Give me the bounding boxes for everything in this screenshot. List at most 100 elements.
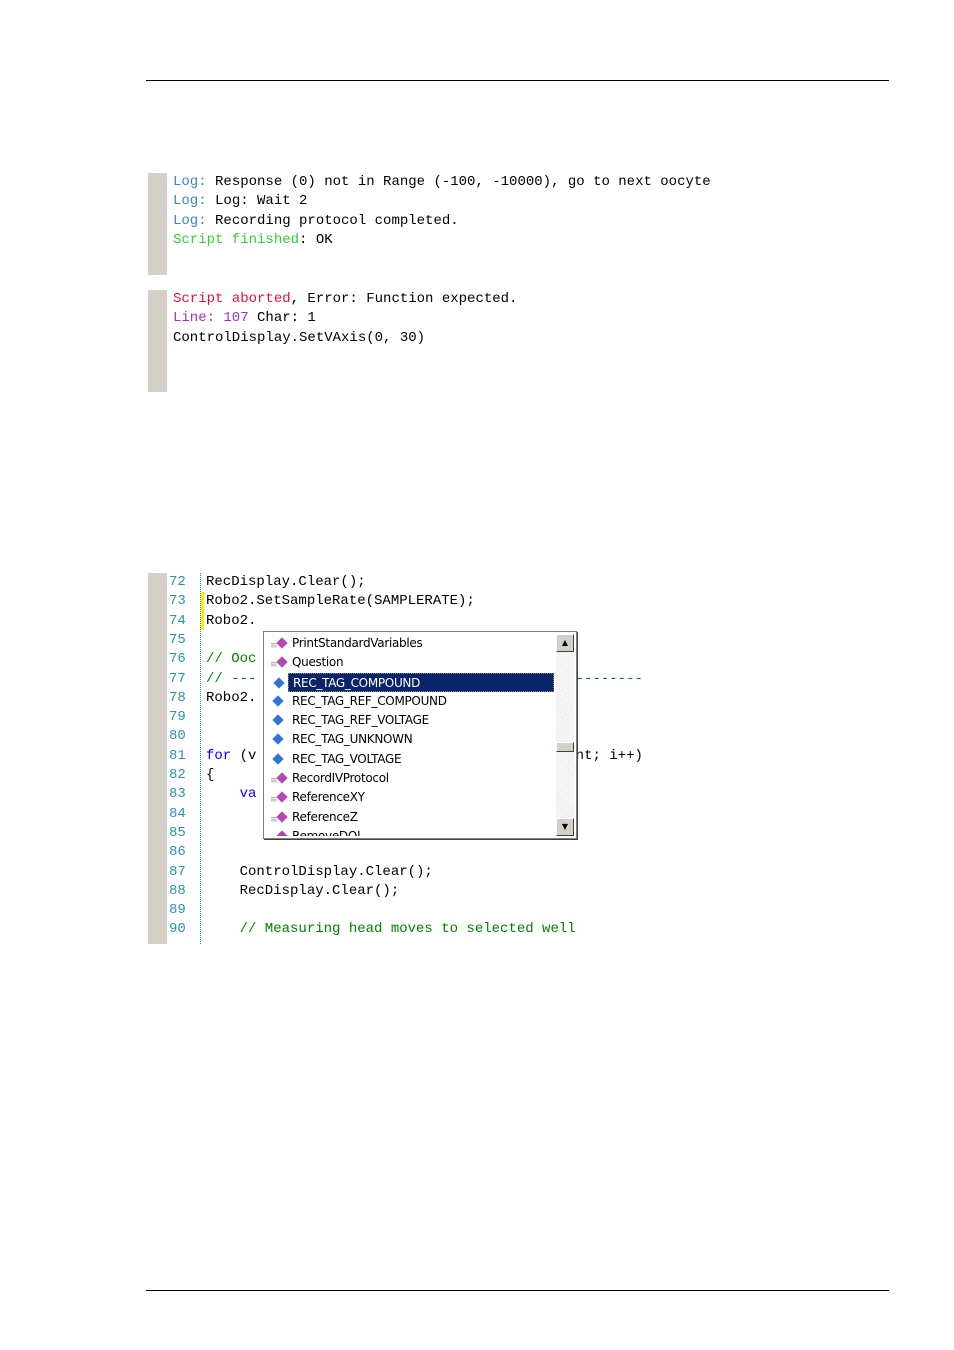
method-icon: [276, 791, 288, 804]
scroll-up-arrow-icon[interactable]: ▲: [556, 634, 574, 652]
code-token: ControlDisplay.Clear();: [206, 863, 433, 880]
intellisense-item[interactable]: ≡ RemoveDOI: [266, 827, 554, 836]
log-gutter: [148, 173, 167, 275]
log-output-error: Script aborted, Error: Function expected…: [148, 290, 788, 392]
code-token: {: [206, 767, 215, 783]
code-token: Log: Wait 2: [206, 193, 308, 210]
code-token: Log:: [173, 212, 207, 229]
intellisense-scrollbar[interactable]: ▲ ▼: [556, 634, 574, 836]
line-number: 85: [169, 824, 186, 841]
log-gutter: [148, 290, 167, 392]
line-number: 80: [169, 728, 186, 745]
method-marker-icon: ≡: [270, 660, 278, 671]
intellisense-item-label: ReferenceXY: [292, 790, 365, 805]
code-token: va: [206, 786, 257, 803]
method-icon: [276, 637, 288, 649]
code-token: RecDisplay.Clear();: [206, 882, 400, 899]
changed-line-marker: [201, 592, 204, 630]
code-line: Script finished: OK: [173, 231, 333, 250]
code-line: ControlDisplay.SetVAxis(0, 30): [173, 329, 425, 348]
header-rule: [146, 80, 889, 81]
code-token: Log:: [173, 174, 207, 190]
line-number: 72: [169, 574, 186, 590]
code-token: Robo2.SetSampleRate(SAMPLERATE);: [206, 593, 475, 610]
code-line[interactable]: {: [206, 766, 214, 785]
code-line[interactable]: RecDisplay.Clear();: [206, 882, 400, 901]
code-line[interactable]: Robo2.: [206, 612, 256, 631]
scroll-down-arrow-icon[interactable]: ▼: [556, 818, 574, 836]
code-line[interactable]: // Ooc: [206, 650, 256, 669]
editor-gutter: [148, 573, 167, 944]
method-icon: [276, 811, 288, 823]
intellisense-item[interactable]: ≡ Question: [266, 653, 554, 672]
code-token: Line: 107: [173, 310, 249, 327]
line-number: 76: [169, 651, 186, 668]
property-icon: [272, 753, 284, 765]
method-icon: [276, 830, 288, 836]
method-marker-icon: ≡: [270, 641, 278, 651]
code-token: // Ooc: [206, 651, 257, 668]
line-number: 74: [169, 612, 186, 629]
code-line: Log: Recording protocol completed.: [173, 212, 459, 231]
code-token: Log:: [173, 193, 207, 210]
footer-rule: [146, 1290, 889, 1291]
intellisense-item[interactable]: REC_TAG_UNKNOWN: [266, 730, 554, 749]
line-number: 84: [169, 805, 186, 822]
intellisense-item-label: RemoveDOI: [292, 828, 361, 836]
intellisense-item-label: REC_TAG_COMPOUND: [293, 675, 421, 690]
intellisense-item[interactable]: ≡ReferenceXY: [266, 788, 554, 807]
scroll-thumb[interactable]: [556, 742, 574, 752]
line-number: 81: [169, 747, 186, 764]
intellisense-item-label: ReferenceZ: [292, 809, 358, 824]
line-number: 83: [169, 786, 186, 803]
line-number: 82: [169, 767, 186, 783]
intellisense-item[interactable]: REC_TAG_REF_COMPOUND: [266, 692, 554, 711]
log-output-success: Log: Response (0) not in Range (-100, -1…: [148, 173, 788, 275]
code-line: Line: 107 Char: 1: [173, 309, 316, 328]
code-token: for: [206, 747, 232, 764]
intellisense-item[interactable]: REC_TAG_VOLTAGE: [266, 750, 554, 769]
code-line[interactable]: Robo2.SetSampleRate(SAMPLERATE);: [206, 592, 475, 611]
intellisense-item[interactable]: REC_TAG_COMPOUND: [273, 672, 554, 692]
line-number: 87: [169, 863, 186, 880]
line-number: 89: [169, 902, 186, 919]
code-token: // Measuring head moves to selected well: [206, 921, 576, 938]
code-token: Robo2.: [206, 612, 257, 629]
code-token: Script finished: [173, 232, 300, 249]
intellisense-item[interactable]: ≡ PrintStandardVariables: [266, 634, 554, 653]
code-line[interactable]: RecDisplay.Clear();: [206, 573, 366, 592]
intellisense-item-label: REC_TAG_REF_COMPOUND: [292, 693, 447, 708]
method-icon: [276, 772, 288, 784]
code-token: Response (0) not in Range (-100, -10000)…: [206, 174, 711, 190]
code-line: Script aborted, Error: Function expected…: [173, 290, 517, 309]
line-number: 75: [169, 631, 186, 648]
intellisense-item-label: PrintStandardVariables: [292, 636, 423, 650]
code-token: // --- ----------: [206, 670, 643, 687]
intellisense-item[interactable]: ≡ ReferenceZ: [266, 808, 554, 827]
line-number: 77: [169, 670, 186, 687]
intellisense-item-label: RecordIVProtocol: [292, 771, 389, 786]
intellisense-item-label: REC_TAG_REF_VOLTAGE: [292, 713, 429, 728]
property-icon: [272, 714, 284, 726]
intellisense-item[interactable]: REC_TAG_REF_VOLTAGE: [266, 711, 554, 730]
code-line[interactable]: ControlDisplay.Clear();: [206, 863, 433, 882]
code-token: Script aborted: [173, 291, 291, 307]
line-number: 88: [169, 882, 186, 899]
line-number: 86: [169, 844, 186, 861]
code-line: Log: Response (0) not in Range (-100, -1…: [173, 173, 711, 192]
line-number-separator: [200, 573, 201, 944]
code-line[interactable]: // Measuring head moves to selected well: [206, 920, 576, 939]
method-marker-icon: ≡: [270, 830, 278, 836]
method-marker-icon: ≡: [270, 814, 278, 825]
code-token: : OK: [299, 232, 333, 249]
intellisense-item[interactable]: ≡RecordIVProtocol: [266, 769, 554, 788]
code-line[interactable]: Robo2.: [206, 689, 256, 708]
intellisense-item-label: Question: [292, 655, 344, 670]
code-token: ControlDisplay.SetVAxis(0, 30): [173, 329, 426, 346]
code-line[interactable]: // --- ----------: [206, 670, 643, 689]
property-icon: [273, 676, 285, 689]
method-icon: [276, 656, 288, 668]
code-token: Recording protocol completed.: [206, 212, 459, 229]
